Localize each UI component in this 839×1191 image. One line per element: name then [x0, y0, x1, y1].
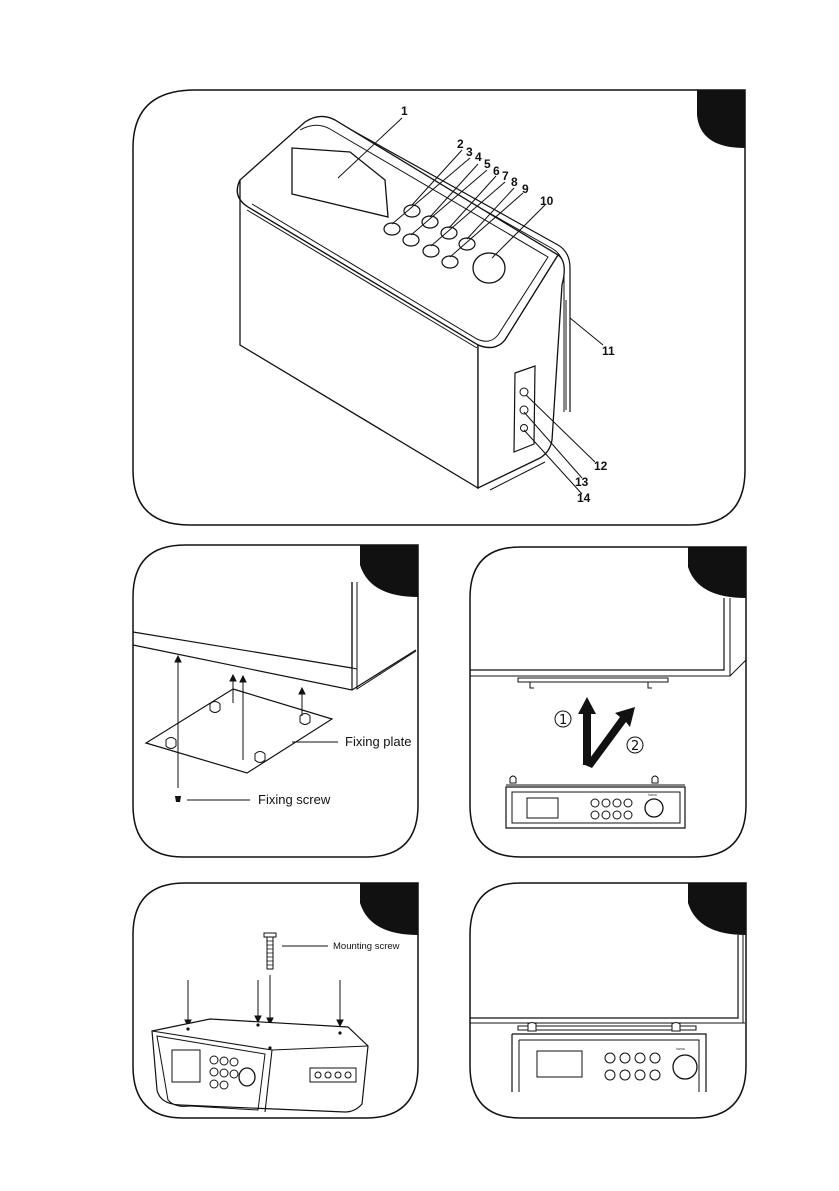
fixing-plate — [146, 689, 332, 773]
callout-5: 5 — [484, 157, 491, 171]
callout-3: 3 — [466, 145, 473, 159]
panel-mounted-result: hama — [470, 883, 746, 1118]
volume-knob — [473, 253, 505, 283]
panel-mounting-screws: Mounting screw — [133, 883, 418, 1118]
callout-2: 2 — [457, 137, 464, 151]
panel-corner-tab — [697, 90, 745, 148]
mounting-screw-icon — [264, 933, 276, 969]
callout-4: 4 — [475, 150, 482, 164]
callout-1: 1 — [401, 104, 408, 118]
radio-mounted: hama — [512, 1034, 706, 1092]
panel-corner-tab — [688, 883, 746, 935]
callout-6: 6 — [493, 164, 500, 178]
callout-8: 8 — [511, 175, 518, 189]
mounting-screw-label: Mounting screw — [333, 941, 400, 952]
panel-attach-radio: 1 2 hama — [470, 547, 746, 857]
fixing-plate-label: Fixing plate — [345, 734, 411, 749]
fixing-screw-label: Fixing screw — [258, 792, 331, 807]
panel-fixing-plate: Fixing plate Fixing screw — [133, 545, 418, 857]
radio-front-small: hama — [506, 776, 685, 828]
callout-7: 7 — [502, 169, 509, 183]
brand-logo: hama — [648, 793, 657, 797]
callout-14: 14 — [577, 491, 591, 505]
panel-corner-tab — [688, 547, 746, 598]
arrow-diagonal — [585, 707, 635, 768]
screw-icon — [175, 796, 181, 802]
callout-11: 11 — [602, 344, 615, 358]
panel-corner-tab — [360, 545, 418, 597]
brand-logo: hama — [676, 1047, 685, 1051]
step-1-marker: 1 — [559, 713, 567, 728]
callout-9: 9 — [522, 182, 529, 196]
callout-12: 12 — [594, 459, 608, 473]
panel-radio-overview: 1 2 3 4 5 6 7 8 9 10 11 12 13 14 — [133, 90, 745, 525]
callout-10: 10 — [540, 194, 554, 208]
step-2-marker: 2 — [631, 739, 639, 754]
callout-13: 13 — [575, 475, 589, 489]
panel-corner-tab — [360, 883, 418, 935]
